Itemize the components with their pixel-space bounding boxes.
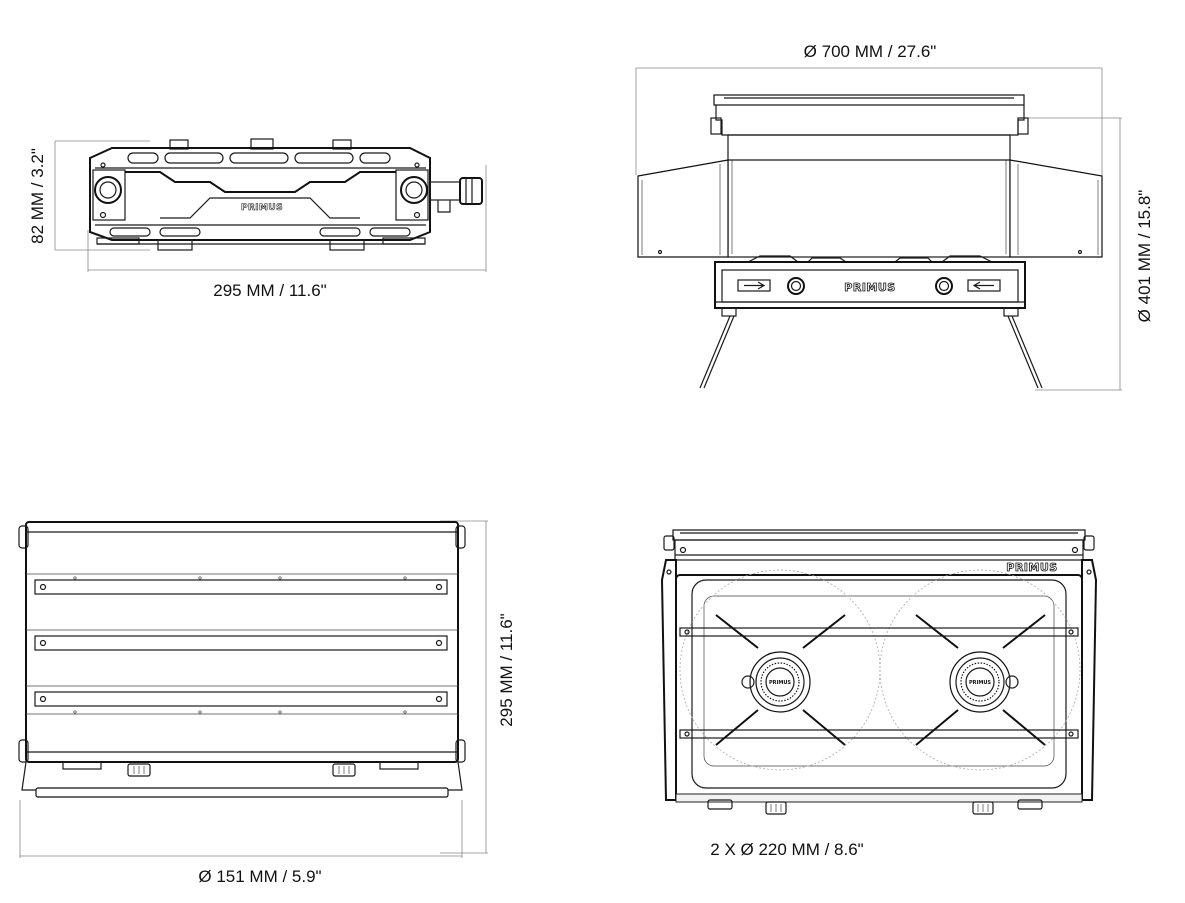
closed-top-view: 295 MM / 11.6" Ø 151 MM / 5.9" — [18, 520, 516, 886]
left-burner — [749, 651, 811, 713]
left-burner-logo: PRIMUS — [769, 680, 791, 686]
side-brand-logo: PRIMUS — [241, 203, 283, 213]
top-depth-label: 295 MM / 11.6" — [497, 613, 516, 726]
open-front-view: Ø 700 MM / 27.6" Ø 401 MM / 15.8" — [635, 42, 1154, 391]
open-width-label: Ø 700 MM / 27.6" — [804, 42, 937, 61]
bottom-width-label: Ø 151 MM / 5.9" — [198, 867, 321, 886]
top-brand-logo: PRIMUS — [1006, 561, 1057, 574]
side-view: 82 MM / 3.2" 295 MM / 11.6" PRIMUS — [28, 138, 487, 300]
right-burner — [949, 651, 1011, 713]
side-width-label: 295 MM / 11.6" — [213, 281, 326, 300]
front-brand-logo: PRIMUS — [844, 281, 895, 294]
open-height-label: Ø 401 MM / 15.8" — [1135, 190, 1154, 323]
side-height-label: 82 MM / 3.2" — [28, 148, 47, 244]
right-burner-logo: PRIMUS — [969, 680, 991, 686]
open-top-view: 2 X Ø 220 MM / 8.6" PRIMUS — [660, 529, 1098, 859]
burner-size-label: 2 X Ø 220 MM / 8.6" — [710, 840, 863, 859]
